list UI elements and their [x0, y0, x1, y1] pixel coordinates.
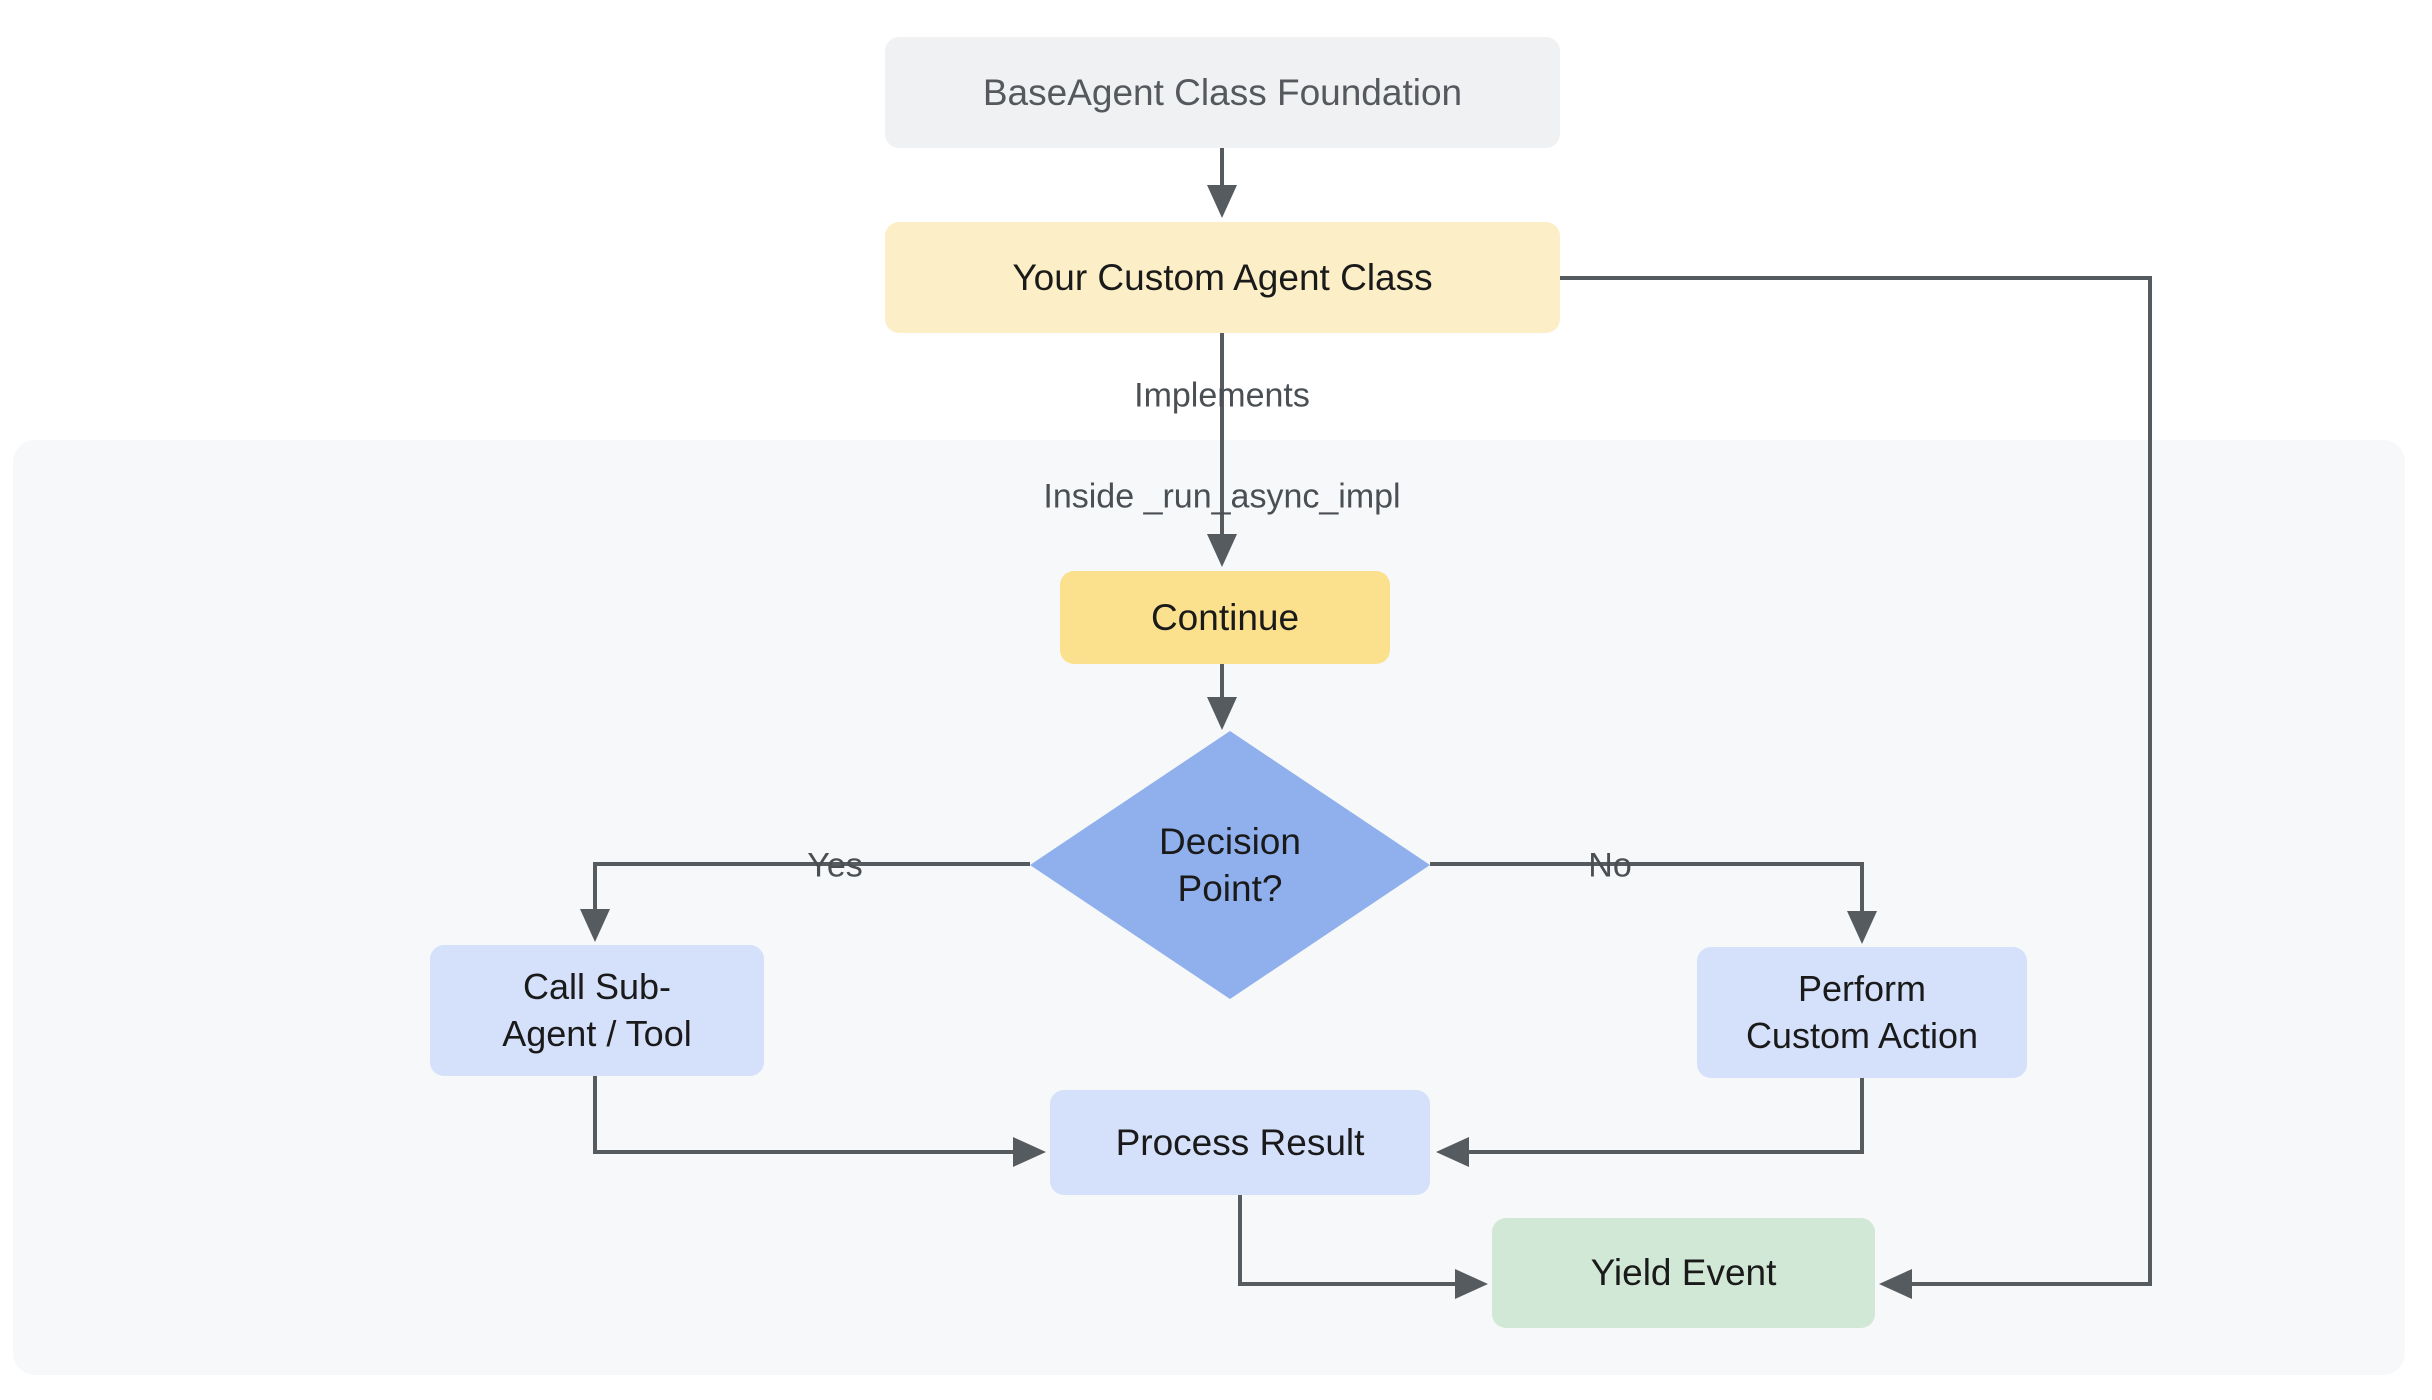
edge-decision-no: [1430, 862, 1877, 944]
edge-label-implements: Implements: [1134, 376, 1310, 415]
edge-label-no: No: [1588, 846, 1632, 885]
node-base-agent[interactable]: BaseAgent Class Foundation: [885, 37, 1560, 148]
node-base-agent-label: BaseAgent Class Foundation: [982, 71, 1463, 113]
node-custom-agent-label: Your Custom Agent Class: [1012, 256, 1433, 298]
decision-diamond-shape: [1030, 731, 1430, 999]
edge-perform-to-process: [1436, 1078, 1864, 1167]
node-custom-agent[interactable]: Your Custom Agent Class: [885, 222, 1560, 333]
edge-callsub-to-process: [593, 1076, 1046, 1167]
node-process-result[interactable]: Process Result: [1050, 1090, 1430, 1195]
node-decision-point[interactable]: Decision Point?: [1030, 731, 1430, 999]
edge-custom-to-yield-loop: [1560, 276, 2152, 1299]
edge-process-to-yield: [1238, 1195, 1488, 1299]
node-perform-custom-action-label: Perform Custom Action: [1745, 968, 1979, 1056]
node-yield-event-label: Yield Event: [1590, 1252, 1777, 1294]
node-call-sub-agent-label: Call Sub- Agent / Tool: [502, 966, 692, 1054]
node-call-sub-agent[interactable]: Call Sub- Agent / Tool: [430, 945, 764, 1076]
node-perform-custom-action[interactable]: Perform Custom Action: [1697, 947, 2027, 1078]
node-continue[interactable]: Continue: [1060, 571, 1390, 664]
edge-decision-yes: [580, 862, 1030, 942]
node-process-result-label: Process Result: [1115, 1121, 1365, 1163]
node-yield-event[interactable]: Yield Event: [1492, 1218, 1875, 1328]
edge-label-yes: Yes: [807, 846, 863, 885]
node-continue-label: Continue: [1150, 596, 1300, 638]
node-decision-point-label: Decision Point?: [1159, 820, 1301, 909]
edge-label-inside-run-async-impl: Inside _run_async_impl: [1043, 477, 1401, 516]
